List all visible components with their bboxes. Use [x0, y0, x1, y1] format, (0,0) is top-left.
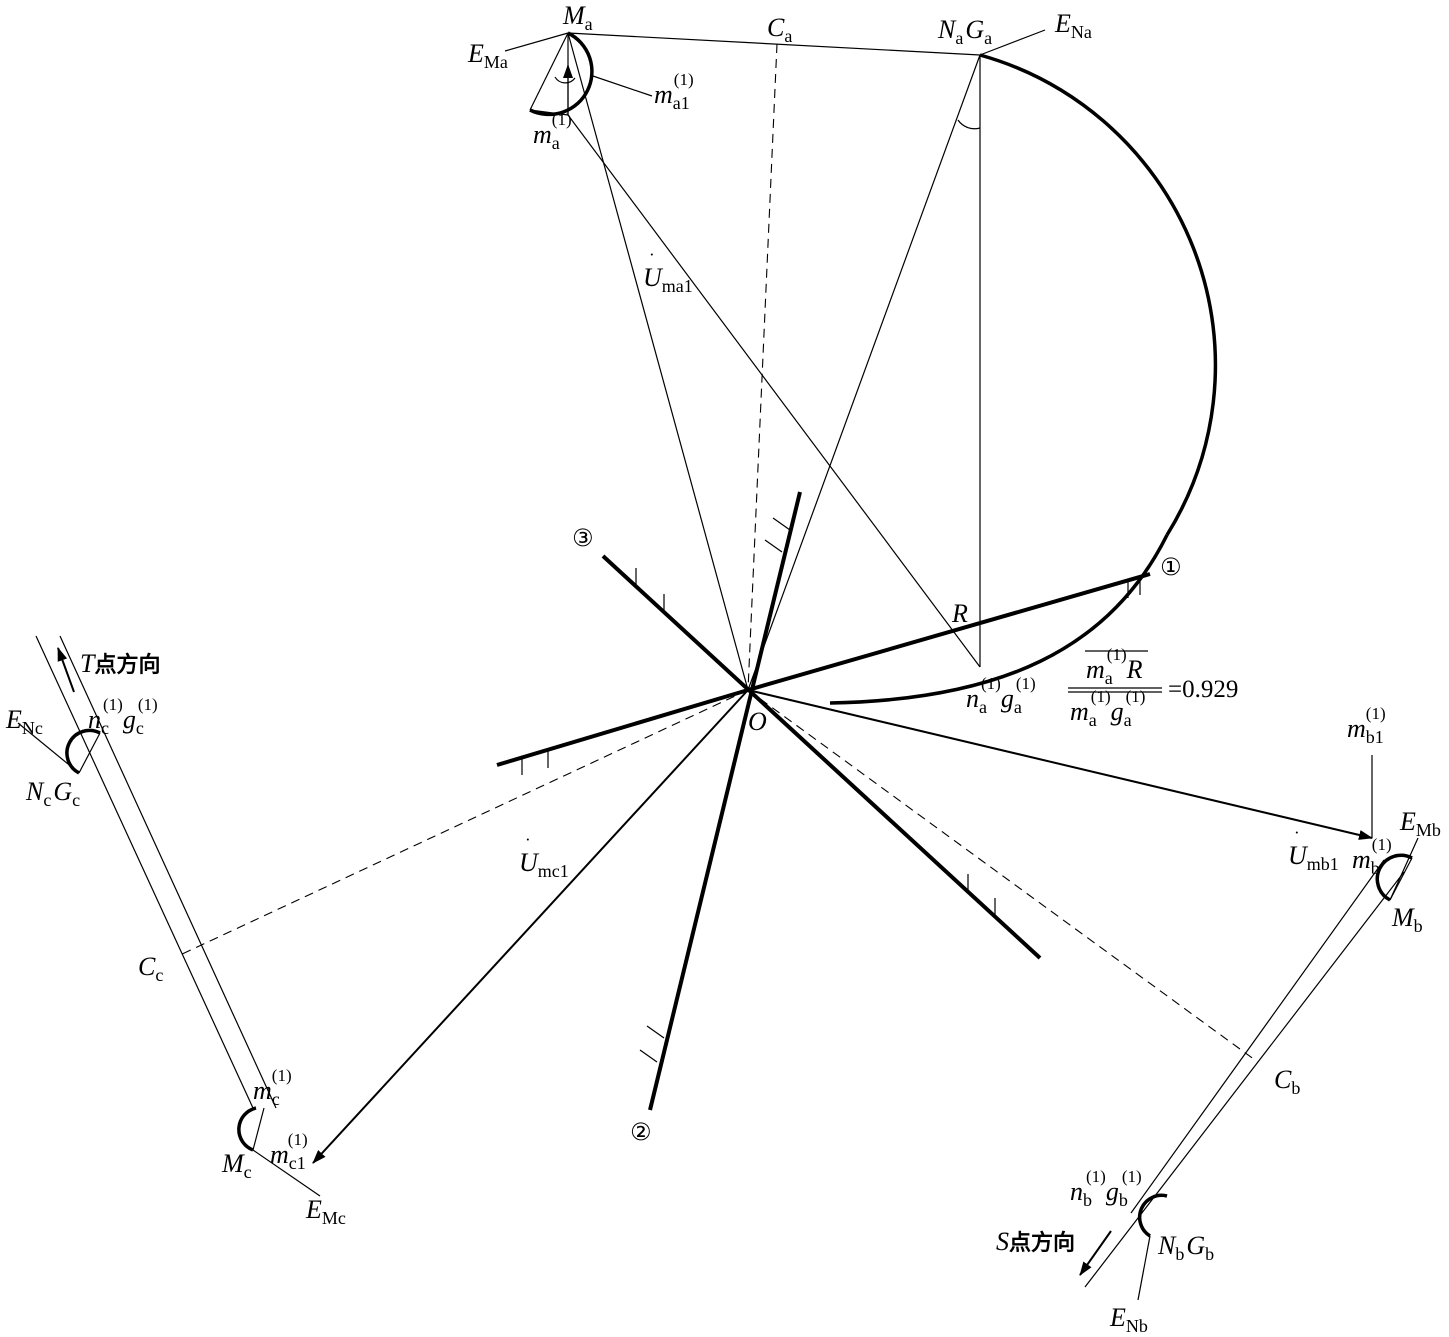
dashed-oca — [747, 43, 778, 691]
label-ma: Ma — [562, 1, 593, 34]
label-ema: EMa — [467, 39, 508, 72]
label-ma-sup: ma(1) — [533, 110, 572, 153]
phase-a-group — [504, 29, 1218, 705]
arc-mb — [1375, 853, 1413, 902]
label-s-direction: S点方向 — [996, 1227, 1075, 1256]
line-o-na — [747, 54, 981, 691]
label-origin: O — [748, 707, 767, 736]
line-b-left — [1130, 859, 1385, 1214]
label-nc-gc: nc(1)gc(1) — [88, 695, 158, 738]
label-nc-gc-upper: NcGc — [25, 777, 80, 810]
hatch-axis-3 — [635, 568, 996, 916]
line-ma-na-g — [567, 114, 981, 668]
label-axis-3: ③ — [572, 524, 594, 552]
label-uma1: Uma1 — [643, 263, 693, 296]
label-mc: Mc — [221, 1149, 252, 1182]
label-r: R — [951, 599, 968, 628]
label-na-ga-lower: na(1)ga(1) — [966, 674, 1036, 717]
label-umc1: Umc1 — [519, 848, 569, 881]
hatch-axis-2 — [639, 517, 791, 1063]
line-nc-gc — [78, 732, 101, 774]
line-emb — [1389, 837, 1419, 901]
line-emc — [252, 1149, 321, 1197]
ratio-denominator: ma(1)ga(1) — [1070, 687, 1145, 730]
label-axis-1: ① — [1160, 553, 1182, 581]
circle-arc-upper — [979, 53, 1218, 536]
line-o-ma — [567, 32, 749, 691]
axis-1-back — [496, 688, 749, 767]
label-enb: ENb — [1109, 1303, 1148, 1336]
axis-2 — [648, 491, 802, 1111]
line-c-left — [35, 635, 254, 1109]
label-nb-gb: nb(1)gb(1) — [1070, 1167, 1142, 1210]
label-umb1-dot: · — [1294, 823, 1300, 842]
label-axis-2: ② — [630, 1118, 652, 1146]
label-cb: Cb — [1274, 1065, 1300, 1098]
label-mb1: mb1(1) — [1347, 704, 1386, 747]
label-t-direction: T点方向 — [80, 649, 160, 678]
line-ma-na — [567, 32, 981, 56]
line-mc-top — [252, 1107, 265, 1151]
angle-mark-ma — [554, 76, 576, 84]
axis-1 — [747, 572, 1151, 692]
ratio-value: =0.929 — [1168, 676, 1238, 703]
line-mb-top — [1389, 857, 1413, 901]
arrow-t-direction — [57, 647, 75, 693]
label-na-ga: NaGa — [937, 15, 992, 48]
hatch-axis-1 — [521, 577, 1141, 775]
line-ena — [979, 29, 1046, 56]
axes — [496, 491, 1151, 1111]
label-nb-gb-upper: NbGb — [1157, 1231, 1214, 1264]
label-mb-sup: mb(1) — [1352, 835, 1392, 878]
arc-nb — [1137, 1193, 1168, 1238]
line-c-right — [59, 635, 277, 1109]
label-mb: Mb — [1391, 903, 1423, 936]
phase-b-group — [1079, 755, 1419, 1301]
label-uma1-dot: · — [649, 245, 655, 264]
line-ma-left — [529, 32, 569, 111]
label-enc: ENc — [5, 705, 43, 738]
vector-umb1 — [747, 689, 1373, 840]
dashed-occ — [179, 689, 749, 956]
label-mc1: mc1(1) — [270, 1130, 308, 1173]
label-ma1: ma1(1) — [654, 70, 694, 113]
angle-mark-na — [957, 119, 981, 130]
arrow-s-direction — [1079, 1230, 1112, 1276]
vectors-from-origin — [179, 32, 1373, 1164]
label-umb1: Umb1 — [1288, 841, 1339, 874]
dashed-ocb — [747, 689, 1256, 1061]
label-ca: Ca — [767, 13, 792, 46]
label-ena: ENa — [1054, 9, 1092, 42]
ratio-bars — [1068, 650, 1162, 693]
label-mc-sup: mc(1) — [253, 1066, 292, 1109]
line-enb — [1137, 1235, 1151, 1301]
line-ma1-leader — [589, 74, 653, 97]
phase-c-group — [17, 635, 321, 1197]
arc-nc — [65, 728, 101, 775]
arc-ma — [529, 31, 594, 117]
arc-mc — [237, 1106, 257, 1152]
label-emb: EMb — [1399, 807, 1441, 840]
axis-3 — [601, 554, 1042, 960]
line-b-right — [1084, 871, 1405, 1288]
ratio-numerator: ma(1)R — [1086, 645, 1143, 688]
label-cc: Cc — [138, 952, 163, 985]
line-ema — [504, 32, 569, 52]
vector-umc1 — [312, 689, 749, 1164]
label-umc1-dot: · — [525, 830, 531, 849]
label-emc: EMc — [305, 1195, 346, 1228]
